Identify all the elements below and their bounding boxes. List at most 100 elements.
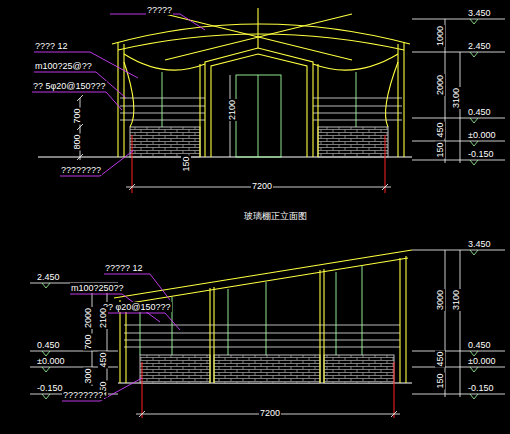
drawing-stroke [319, 270, 320, 383]
drawing-stroke [62, 378, 142, 401]
annotation-label: 7200 [251, 181, 273, 191]
annotation-label: ???? 12 [34, 41, 69, 51]
drawing-stroke [172, 297, 173, 355]
dimension-text: 150 [435, 372, 445, 389]
drawing-stroke [120, 106, 205, 107]
annotation-label: 0.450 [467, 107, 492, 117]
drawing-stroke [323, 269, 324, 383]
dimension-text: 450 [435, 121, 445, 138]
drawing-stroke [140, 266, 362, 355]
drawing-stroke [386, 62, 398, 127]
drawing-stroke [209, 288, 210, 383]
drawing-stroke [412, 19, 505, 163]
dimension-text: 300 [83, 367, 93, 384]
dimension-text: 3000 [435, 289, 445, 311]
dimension-text: 2000 [435, 74, 445, 96]
dimension-text: 2000 [83, 307, 93, 329]
drawing-stroke [42, 250, 478, 399]
dimension-text: 1000 [435, 25, 445, 47]
drawing-stroke [119, 300, 120, 383]
drawing-stroke [77, 75, 391, 190]
drawing-stroke [470, 141, 478, 146]
drawing-stroke [32, 14, 205, 176]
drawing-stroke [213, 287, 214, 383]
drawing-stroke [110, 14, 205, 30]
drawing-stroke [124, 325, 400, 347]
drawing-stroke [324, 355, 394, 383]
drawing-stroke [102, 313, 180, 330]
annotation-label: 2.450 [467, 41, 492, 51]
drawing-stroke [266, 282, 267, 355]
drawing-stroke [470, 19, 478, 24]
drawing-stroke [77, 154, 83, 160]
drawing-stroke [313, 54, 398, 70]
drawing-stroke [313, 106, 402, 107]
drawing-stroke [412, 19, 505, 20]
drawing-caption: 玻璃棚正立面图 [243, 211, 308, 222]
annotation-label: -0.150 [467, 383, 495, 393]
drawing-stroke [313, 113, 402, 114]
drawing-stroke [405, 256, 406, 383]
drawing-stroke [470, 118, 478, 123]
dimension-text: 450 [98, 351, 108, 368]
drawing-stroke [412, 351, 505, 352]
annotation-label: ????? 12 [104, 263, 144, 273]
drawing-stroke [77, 95, 83, 101]
annotation-label: ???????? [62, 390, 104, 400]
drawing-stroke [142, 362, 143, 418]
drawing-stroke [120, 113, 205, 114]
drawing-stroke [117, 42, 118, 157]
drawing-stroke [470, 367, 478, 372]
drawing-stroke [124, 54, 205, 70]
drawing-stroke [107, 283, 108, 396]
drawing-stroke [313, 98, 402, 99]
drawing-stroke [336, 272, 337, 355]
drawing-stroke [391, 411, 397, 417]
drawing-stroke [403, 42, 404, 157]
drawing-stroke [124, 347, 400, 348]
drawing-stroke [257, 8, 258, 48]
drawing-stroke [317, 64, 318, 157]
drawing-stroke [60, 150, 134, 176]
annotation-label: ???????? [60, 165, 102, 175]
drawing-stroke [124, 340, 400, 341]
drawing-stroke [412, 250, 505, 251]
drawing-stroke [412, 394, 505, 395]
drawing-stroke [236, 75, 281, 157]
dimension-text: 2100 [98, 307, 108, 329]
drawing-stroke [397, 44, 398, 157]
drawing-stroke [42, 283, 50, 288]
drawing-stroke [460, 250, 461, 397]
drawing-stroke [62, 274, 180, 401]
dimension-text: 2100 [227, 99, 237, 121]
drawing-stroke [318, 127, 388, 157]
annotation-label: -0.150 [36, 383, 64, 393]
drawing-stroke [313, 120, 402, 121]
dimension-text: 700 [83, 333, 93, 350]
front-elevation [32, 8, 505, 193]
drawing-stroke [412, 52, 505, 53]
drawing-stroke [114, 250, 412, 298]
dimension-text: 150 [435, 141, 445, 158]
drawing-stroke [214, 355, 320, 383]
drawing-stroke [139, 411, 145, 417]
drawing-stroke [412, 367, 505, 368]
drawing-stroke [162, 72, 163, 127]
drawing-stroke [211, 54, 307, 157]
annotation-label: m100?250?? [70, 283, 125, 293]
drawing-stroke [132, 135, 133, 193]
annotation-label: m100?25@?? [34, 61, 93, 71]
drawing-stroke [124, 62, 134, 127]
drawing-stroke [205, 48, 313, 157]
annotation-label: ????? [146, 5, 173, 15]
drawing-stroke [124, 325, 400, 326]
annotation-label: 0.450 [467, 340, 492, 350]
drawing-stroke [356, 72, 357, 127]
annotation-label: ±0.000 [467, 356, 496, 366]
annotation-label: 0.450 [36, 340, 61, 350]
drawing-stroke [125, 302, 126, 383]
drawing-stroke [130, 127, 200, 157]
drawing-stroke [42, 394, 50, 399]
annotation-label: -0.150 [467, 149, 495, 159]
